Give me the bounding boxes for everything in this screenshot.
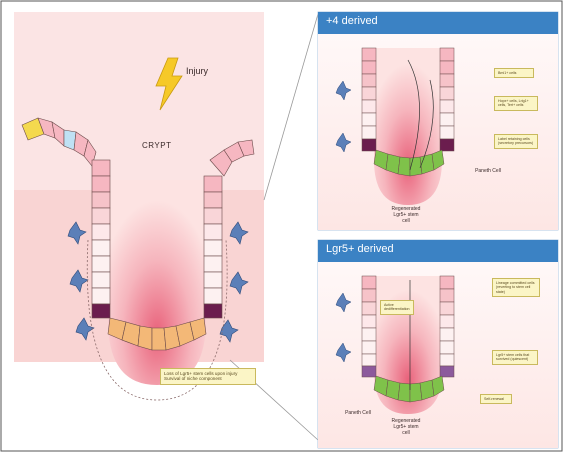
plus4-note-lrc: Label retaining cells (secretory precurs…: [494, 134, 538, 149]
loss-note-line2: Survival of niche component: [164, 376, 252, 381]
lgr5-note-survived: Lgr5+ stem cells that survived (quiescen…: [492, 350, 538, 365]
panel-plus4: [318, 12, 558, 230]
plus4-note-bmi1: Bmi1+ cells: [494, 68, 534, 78]
lgr5-note-lineage: Lineage committed cells (reverting to st…: [492, 278, 540, 297]
panel-plus4-title: +4 derived: [318, 12, 558, 34]
lgr5-note-dediff: Active dedifferentiation: [380, 300, 414, 315]
panel-lgr5: [318, 240, 558, 448]
lgr5-regen-label: Regenerated Lgr5+ stem cell: [376, 418, 436, 436]
plus4-regen-label: Regenerated Lgr5+ stem cell: [376, 206, 436, 224]
crypt-lumen: [108, 180, 206, 385]
panel-lgr5-title: Lgr5+ derived: [318, 240, 558, 262]
loss-note: Loss of Lgr5+ stem cells upon injury Sur…: [160, 368, 256, 385]
plus4-paneth-label: Paneth Cell: [470, 168, 506, 174]
injury-label: Injury: [186, 66, 208, 76]
lgr5-regen-line3: cell: [376, 430, 436, 436]
crypt-label: CRYPT: [142, 141, 171, 150]
lgr5-note-self-renewal: Self-renewal: [480, 394, 512, 404]
plus4-note-hopx: Hopx+ cells, Lrig1+ cells, Tert+ cells: [494, 96, 538, 111]
lgr5-paneth-label: Paneth Cell: [340, 410, 376, 416]
plus4-regen-line3: cell: [376, 218, 436, 224]
